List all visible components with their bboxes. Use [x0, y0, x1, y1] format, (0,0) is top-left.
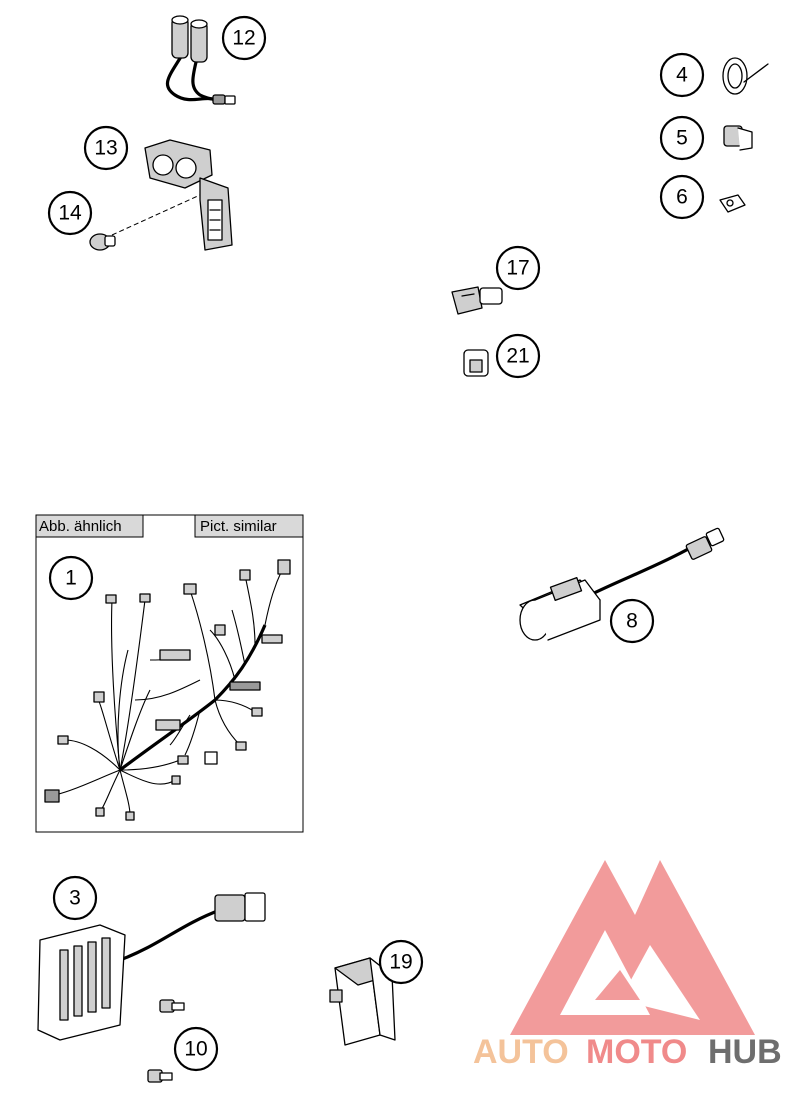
note-similar-de: Abb. ähnlich [39, 518, 122, 535]
part-3-regulator-rectifier [37, 892, 266, 1041]
callout-10: 10 [173, 1026, 219, 1072]
part-10-bolts [147, 999, 185, 1083]
callout-13-label: 13 [94, 137, 117, 160]
callout-14-label: 14 [58, 202, 82, 225]
part-17-connector [451, 286, 503, 315]
callout-14: 14 [47, 190, 93, 236]
callout-4-label: 4 [676, 64, 688, 87]
callout-12: 12 [221, 15, 267, 61]
watermark-logo [510, 860, 755, 1035]
callout-1-label: 1 [65, 567, 77, 590]
callout-6-label: 6 [676, 186, 688, 209]
watermark-text-moto: MOTO [586, 1033, 687, 1071]
part-12-socket-cable [165, 15, 236, 105]
callout-19-label: 19 [389, 951, 412, 974]
callout-1: 1 [48, 555, 94, 601]
callout-6: 6 [659, 174, 705, 220]
part-13-holder-bracket [144, 139, 233, 251]
part-19-relay [329, 957, 396, 1046]
part-6-clip [719, 194, 746, 213]
note-similar-en: Pict. similar [200, 518, 277, 535]
callout-8-label: 8 [626, 610, 638, 633]
part-14-rivet [89, 194, 201, 251]
callout-3-label: 3 [69, 887, 81, 910]
callout-21: 21 [495, 333, 541, 379]
callout-5-label: 5 [676, 127, 688, 150]
callout-13: 13 [83, 125, 129, 171]
part-1-wiring-harness [44, 559, 291, 821]
part-8-component-with-cable [519, 527, 725, 641]
part-5-cable-clip [723, 125, 753, 151]
watermark-text-auto: AUTO [473, 1033, 569, 1071]
callout-3: 3 [52, 875, 98, 921]
callout-8: 8 [609, 598, 655, 644]
part-21-connector [463, 349, 489, 377]
callout-17: 17 [495, 245, 541, 291]
part-4-cable-tie [722, 57, 769, 95]
callout-5: 5 [659, 115, 705, 161]
callout-19: 19 [378, 939, 424, 985]
watermark-text-hub: HUB [708, 1033, 782, 1071]
callout-10-label: 10 [184, 1038, 207, 1061]
callout-17-label: 17 [506, 257, 529, 280]
callout-4: 4 [659, 52, 705, 98]
callout-12-label: 12 [232, 27, 255, 50]
callout-21-label: 21 [506, 345, 529, 368]
